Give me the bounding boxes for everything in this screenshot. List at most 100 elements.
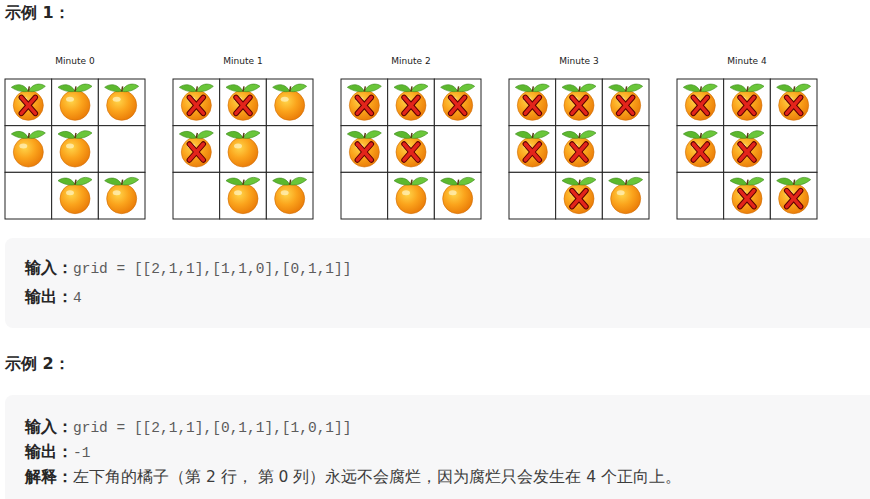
grid-cell bbox=[220, 172, 267, 219]
rotten-orange bbox=[179, 84, 213, 120]
orange-grid bbox=[677, 79, 817, 219]
grid-cell bbox=[220, 79, 267, 126]
rotten-orange bbox=[394, 131, 428, 167]
rotten-orange bbox=[777, 177, 811, 213]
grid-cell bbox=[173, 126, 220, 173]
grid-cell bbox=[52, 172, 99, 219]
rotten-orange bbox=[347, 84, 381, 120]
fresh-orange bbox=[105, 84, 139, 120]
grid-cell bbox=[602, 172, 649, 219]
field-label: 输出： bbox=[25, 287, 73, 306]
fresh-orange bbox=[441, 177, 475, 213]
grid-cell bbox=[770, 79, 817, 126]
grid-cell bbox=[677, 79, 724, 126]
fresh-orange bbox=[58, 177, 92, 213]
grid-cell bbox=[434, 79, 481, 126]
field-label: 解释： bbox=[25, 467, 73, 486]
grid-cell bbox=[556, 79, 603, 126]
rotten-orange bbox=[11, 84, 45, 120]
panel-row: 输入：grid = [[2,1,1],[0,1,1],[1,0,1]] bbox=[25, 414, 870, 439]
grid-cell bbox=[724, 79, 771, 126]
grid-frame: Minute 0 bbox=[5, 79, 145, 219]
rotten-orange bbox=[777, 84, 811, 120]
grid-cell bbox=[770, 126, 817, 173]
fresh-orange bbox=[11, 131, 45, 167]
grid-cell bbox=[388, 126, 435, 173]
field-value: grid = [[2,1,1],[1,1,0],[0,1,1]] bbox=[73, 261, 351, 277]
grid-cell bbox=[602, 126, 649, 173]
grid-cell bbox=[266, 79, 313, 126]
rotten-orange bbox=[683, 84, 717, 120]
rotten-orange bbox=[515, 84, 549, 120]
orange-grid bbox=[509, 79, 649, 219]
panel-row: 解释：左下角的橘子（第 2 行， 第 0 列）永远不会腐烂，因为腐烂只会发生在 … bbox=[25, 464, 870, 489]
grid-cell bbox=[5, 172, 52, 219]
grid-cell bbox=[602, 79, 649, 126]
grid-cell bbox=[5, 79, 52, 126]
panel-row: 输出：4 bbox=[25, 282, 870, 311]
fresh-orange bbox=[609, 177, 643, 213]
rotten-orange bbox=[179, 131, 213, 167]
fresh-orange bbox=[58, 84, 92, 120]
fresh-orange bbox=[273, 177, 307, 213]
field-value: 4 bbox=[73, 290, 82, 306]
orange-grid bbox=[341, 79, 481, 219]
grid-cell bbox=[677, 126, 724, 173]
minute-title: Minute 1 bbox=[163, 56, 323, 66]
fresh-orange bbox=[226, 177, 260, 213]
rotten-orange bbox=[441, 84, 475, 120]
grid-cell bbox=[98, 79, 145, 126]
minute-title: Minute 2 bbox=[331, 56, 491, 66]
field-value: -1 bbox=[73, 445, 90, 461]
grid-cell bbox=[173, 172, 220, 219]
grid-frame: Minute 1 bbox=[173, 79, 313, 219]
grid-cell bbox=[724, 126, 771, 173]
panel-row: 输入：grid = [[2,1,1],[1,1,0],[0,1,1]] bbox=[25, 253, 870, 282]
fresh-orange bbox=[58, 131, 92, 167]
grid-frame: Minute 2 bbox=[341, 79, 481, 219]
field-label: 输入： bbox=[25, 417, 73, 436]
fresh-orange bbox=[105, 177, 139, 213]
grid-cell bbox=[98, 126, 145, 173]
example-heading: 示例 2： bbox=[5, 353, 70, 375]
grid-frame: Minute 4 bbox=[677, 79, 817, 219]
grid-cell bbox=[52, 79, 99, 126]
grid-frame: Minute 3 bbox=[509, 79, 649, 219]
grid-cell bbox=[434, 172, 481, 219]
rotten-orange bbox=[730, 131, 764, 167]
rotten-orange bbox=[609, 84, 643, 120]
grid-cell bbox=[556, 126, 603, 173]
orange-grid bbox=[5, 79, 145, 219]
grid-cell bbox=[770, 172, 817, 219]
grid-cell bbox=[388, 172, 435, 219]
grid-cell bbox=[266, 172, 313, 219]
grid-cell bbox=[341, 126, 388, 173]
grid-cell bbox=[341, 79, 388, 126]
grid-cell bbox=[52, 126, 99, 173]
rotten-orange bbox=[683, 131, 717, 167]
grid-cell bbox=[724, 172, 771, 219]
grid-cell bbox=[173, 79, 220, 126]
rotten-orange bbox=[226, 84, 260, 120]
field-label: 输入： bbox=[25, 258, 73, 277]
field-value: 左下角的橘子（第 2 行， 第 0 列）永远不会腐烂，因为腐烂只会发生在 4 个… bbox=[73, 468, 681, 486]
fresh-orange bbox=[273, 84, 307, 120]
minute-title: Minute 0 bbox=[0, 56, 155, 66]
grid-cell bbox=[677, 172, 724, 219]
rotten-orange bbox=[562, 131, 596, 167]
orange-grid bbox=[173, 79, 313, 219]
panel-row: 输出：-1 bbox=[25, 439, 870, 464]
fresh-orange bbox=[394, 177, 428, 213]
field-value: grid = [[2,1,1],[0,1,1],[1,0,1]] bbox=[73, 420, 351, 436]
field-label: 输出： bbox=[25, 442, 73, 461]
rotten-orange bbox=[562, 84, 596, 120]
example-panel: 输入：grid = [[2,1,1],[0,1,1],[1,0,1]]输出：-1… bbox=[5, 395, 870, 499]
grid-cell bbox=[509, 126, 556, 173]
grid-cell bbox=[434, 126, 481, 173]
grid-cell bbox=[266, 126, 313, 173]
rotten-orange bbox=[394, 84, 428, 120]
grid-cell bbox=[509, 172, 556, 219]
rotten-orange bbox=[347, 131, 381, 167]
example-heading: 示例 1： bbox=[5, 2, 70, 24]
fresh-orange bbox=[226, 131, 260, 167]
